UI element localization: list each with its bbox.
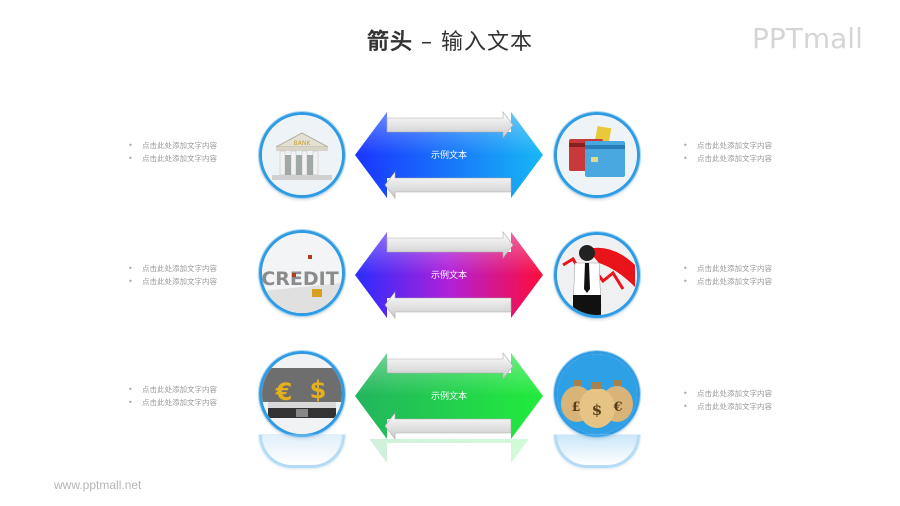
right-bullet-list: •点击此处添加文字内容 •点击此处添加文字内容: [683, 387, 772, 413]
arrow-reflection: [355, 439, 543, 465]
row-1: •点击此处添加文字内容 •点击此处添加文字内容 BANK 示例文本: [0, 106, 900, 206]
bullet-item[interactable]: •点击此处添加文字内容: [683, 141, 772, 150]
bullet-item[interactable]: •点击此处添加文字内容: [683, 264, 772, 273]
title-separator: –: [413, 30, 441, 55]
arrow-label[interactable]: 示例文本: [430, 392, 467, 402]
euro-dollar-scale-icon: € $: [259, 351, 345, 437]
bank-icon: BANK: [259, 112, 345, 198]
arrow-label[interactable]: 示例文本: [430, 151, 467, 161]
bullet-item[interactable]: •点击此处添加文字内容: [128, 141, 217, 150]
bullet-item[interactable]: •点击此处添加文字内容: [128, 398, 217, 407]
svg-text:€: €: [612, 400, 622, 415]
arrow-label[interactable]: 示例文本: [430, 271, 467, 281]
businessman-chart-down-icon: [554, 232, 640, 318]
footer-url[interactable]: www.pptmall.net: [54, 478, 142, 492]
double-arrow-blue[interactable]: 示例文本: [355, 110, 543, 200]
left-bullet-list: •点击此处添加文字内容 •点击此处添加文字内容: [128, 383, 217, 409]
bullet-item[interactable]: •点击此处添加文字内容: [128, 385, 217, 394]
svg-text:£: £: [571, 400, 580, 415]
svg-text:BANK: BANK: [294, 140, 312, 147]
bullet-item[interactable]: •点击此处添加文字内容: [683, 389, 772, 398]
left-bullet-list: •点击此处添加文字内容 •点击此处添加文字内容: [128, 139, 217, 165]
bullet-item[interactable]: •点击此处添加文字内容: [683, 277, 772, 286]
bullet-item[interactable]: •点击此处添加文字内容: [128, 277, 217, 286]
circle-reflection: [554, 435, 640, 468]
pptmall-logo: PPTmall: [752, 22, 863, 55]
bullet-item[interactable]: •点击此处添加文字内容: [128, 154, 217, 163]
right-bullet-list: •点击此处添加文字内容 •点击此处添加文字内容: [683, 262, 772, 288]
credit-cards-icon: [554, 112, 640, 198]
double-arrow-green[interactable]: 示例文本: [355, 351, 543, 441]
bullet-item[interactable]: •点击此处添加文字内容: [683, 154, 772, 163]
double-arrow-blue-red[interactable]: 示例文本: [355, 230, 543, 320]
title-rest: 输入文本: [441, 30, 534, 55]
svg-text:$: $: [592, 401, 602, 419]
row-2: •点击此处添加文字内容 •点击此处添加文字内容 CREDIT 示例文本: [0, 226, 900, 326]
svg-text:€: €: [275, 378, 293, 406]
bullet-item[interactable]: •点击此处添加文字内容: [683, 402, 772, 411]
svg-text:CREDIT: CREDIT: [262, 268, 339, 290]
money-bags-icon: £ $ €: [554, 351, 640, 437]
right-bullet-list: •点击此处添加文字内容 •点击此处添加文字内容: [683, 139, 772, 165]
row-3: •点击此处添加文字内容 •点击此处添加文字内容 € $ 示例文本: [0, 347, 900, 468]
credit-letters-icon: CREDIT: [259, 230, 345, 316]
svg-text:$: $: [310, 376, 327, 404]
circle-reflection: [259, 435, 345, 468]
title-bold: 箭头: [366, 30, 413, 55]
page-title: 箭头 – 输入文本: [0, 24, 900, 56]
left-bullet-list: •点击此处添加文字内容 •点击此处添加文字内容: [128, 262, 217, 288]
bullet-item[interactable]: •点击此处添加文字内容: [128, 264, 217, 273]
